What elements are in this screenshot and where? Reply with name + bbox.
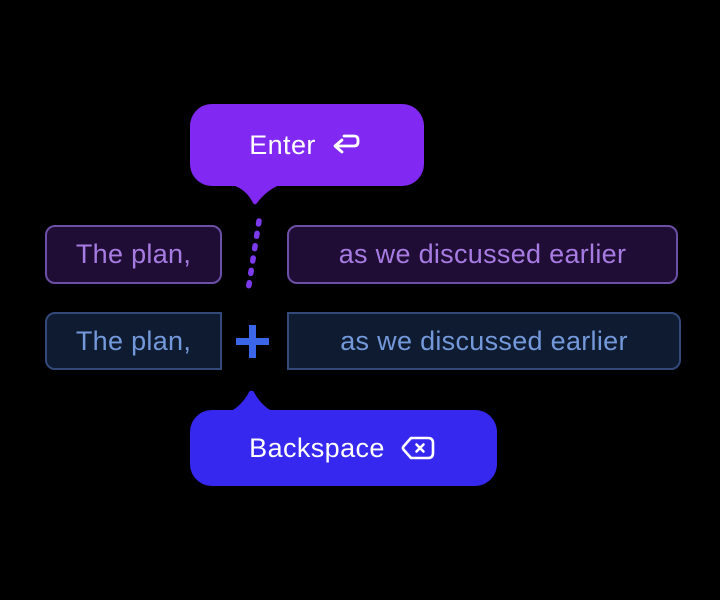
split-text-chip-right: as we discussed earlier bbox=[287, 225, 678, 284]
merge-text-left-label: The plan, bbox=[75, 325, 192, 356]
merge-text-chip-left: The plan, bbox=[45, 312, 222, 370]
split-text-left-label: The plan, bbox=[75, 239, 192, 269]
plus-sign bbox=[236, 325, 269, 358]
dashed-split-line bbox=[245, 218, 262, 294]
merge-text-right-label: as we discussed earlier bbox=[340, 325, 628, 356]
enter-callout: Enter bbox=[190, 104, 424, 186]
return-icon bbox=[333, 134, 360, 154]
split-text-right-label: as we discussed earlier bbox=[338, 239, 627, 269]
backspace-delete-icon bbox=[401, 436, 435, 460]
split-text-chip-left: The plan, bbox=[45, 225, 222, 284]
enter-callout-label: Enter bbox=[249, 129, 316, 160]
backspace-callout-tail bbox=[229, 390, 274, 412]
merge-text-chip-right: as we discussed earlier bbox=[287, 312, 681, 370]
backspace-callout-label: Backspace bbox=[249, 432, 385, 463]
backspace-callout: Backspace bbox=[190, 410, 497, 486]
enter-callout-tail bbox=[229, 184, 282, 205]
